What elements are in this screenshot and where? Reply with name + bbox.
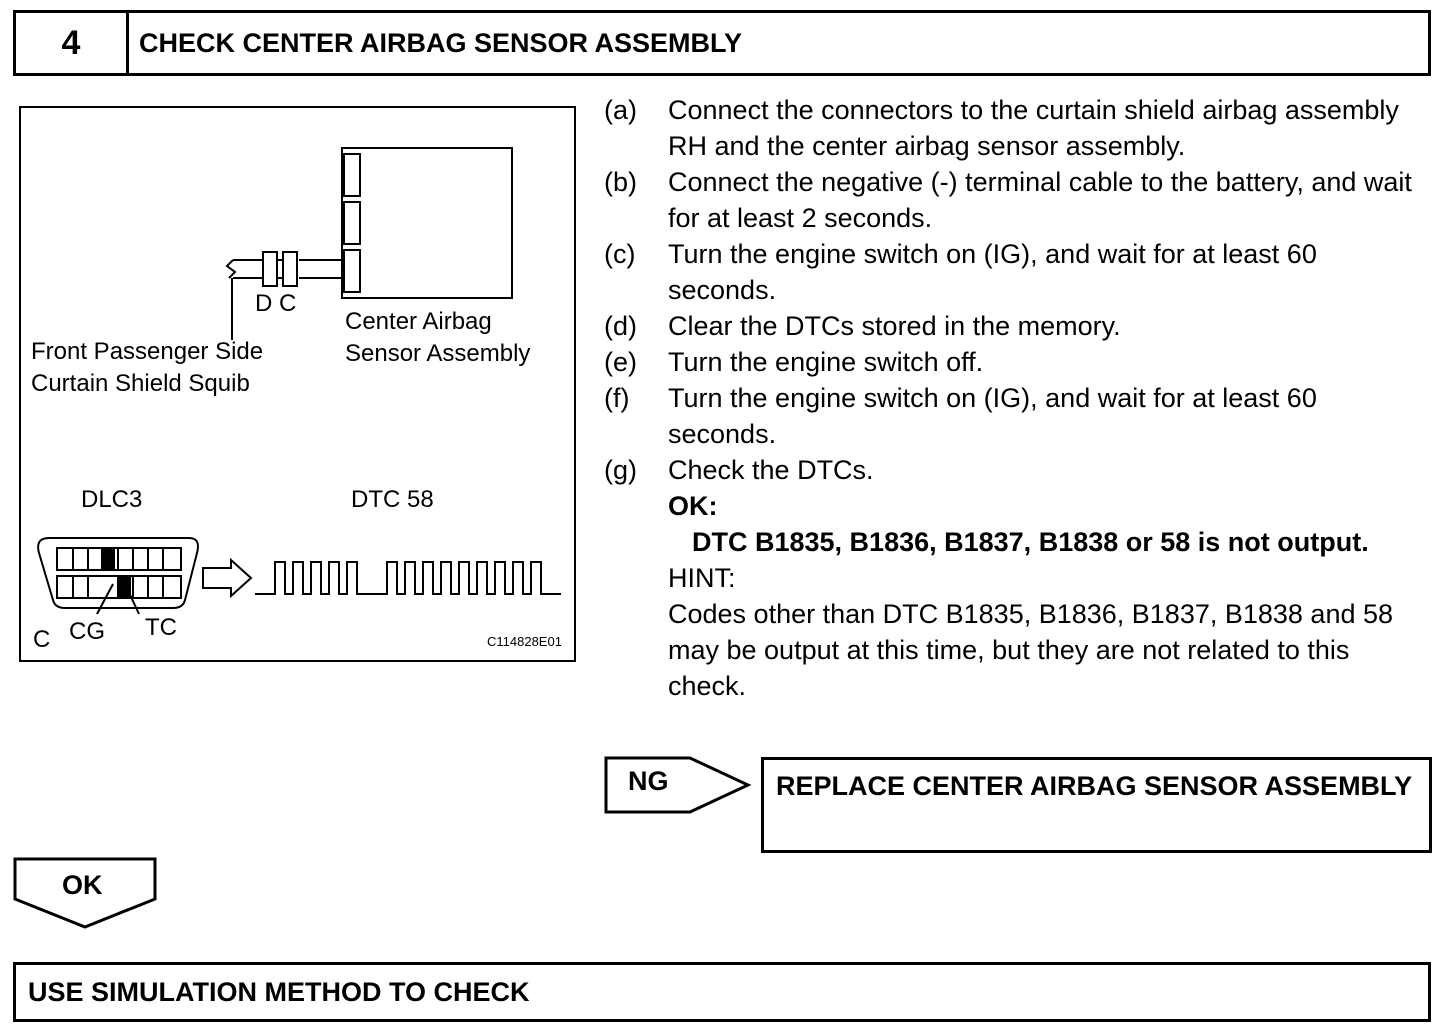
pin-c-label: C bbox=[33, 626, 51, 653]
connector-d bbox=[262, 251, 278, 287]
dtc-58-label: DTC 58 bbox=[351, 486, 434, 513]
ng-arrow-shape bbox=[604, 756, 752, 814]
instruction-letter: (a) bbox=[604, 95, 637, 125]
instruction-letter: (c) bbox=[604, 239, 636, 269]
step-title: CHECK CENTER AIRBAG SENSOR ASSEMBLY bbox=[139, 27, 743, 58]
wiring-figure: D C Front Passenger Side Curtain Shield … bbox=[19, 106, 576, 662]
hint-text: Codes other than DTC B1835, B1836, B1837… bbox=[668, 599, 1394, 701]
ng-label: NG bbox=[628, 766, 669, 796]
ok-label: OK bbox=[62, 870, 103, 900]
ok-action-box: USE SIMULATION METHOD TO CHECK bbox=[13, 962, 1431, 1022]
dtc-58-waveform bbox=[255, 561, 561, 595]
sensor-label-line1: Center Airbag bbox=[345, 308, 492, 335]
ok-criteria: OK: DTC B1835, B1836, B1837, B1838 or 58… bbox=[604, 488, 1424, 704]
sensor-label-line2: Sensor Assembly bbox=[345, 340, 531, 367]
dlc3-label: DLC3 bbox=[81, 486, 143, 513]
wiring-diagram bbox=[37, 147, 561, 615]
instruction-text: Connect the connectors to the curtain sh… bbox=[668, 95, 1399, 161]
instruction-letter: (e) bbox=[604, 347, 637, 377]
figure-code: C114828E01 bbox=[487, 634, 562, 649]
step-header: 4 CHECK CENTER AIRBAG SENSOR ASSEMBLY bbox=[13, 10, 1431, 76]
squib-label-line1: Front Passenger Side bbox=[31, 338, 264, 365]
ok-criteria-text: DTC B1835, B1836, B1837, B1838 or 58 is … bbox=[692, 527, 1369, 557]
connector-dc-label: D C bbox=[255, 290, 297, 317]
instruction-item: (f) Turn the engine switch on (IG), and … bbox=[604, 380, 1424, 452]
instruction-letter: (d) bbox=[604, 311, 637, 341]
instruction-text: Turn the engine switch off. bbox=[668, 347, 984, 377]
dlc3-connector bbox=[37, 537, 199, 609]
hint-label: HINT: bbox=[668, 563, 736, 593]
arrow-right-icon bbox=[202, 557, 253, 599]
instruction-item: (e) Turn the engine switch off. bbox=[604, 344, 1424, 380]
instruction-letter: (f) bbox=[604, 383, 630, 413]
instruction-letter: (g) bbox=[604, 455, 637, 485]
instruction-item: (a) Connect the connectors to the curtai… bbox=[604, 92, 1424, 164]
instruction-item: (b) Connect the negative (-) terminal ca… bbox=[604, 164, 1424, 236]
connector-c bbox=[282, 251, 298, 287]
pin-cg-label: CG bbox=[69, 618, 105, 645]
instruction-text: Turn the engine switch on (IG), and wait… bbox=[668, 383, 1317, 449]
instruction-text: Clear the DTCs stored in the memory. bbox=[668, 311, 1121, 341]
instruction-text: Connect the negative (-) terminal cable … bbox=[668, 167, 1412, 233]
sensor-assembly-box bbox=[341, 147, 513, 299]
instruction-item: (d) Clear the DTCs stored in the memory. bbox=[604, 308, 1424, 344]
ok-arrow-shape bbox=[13, 857, 157, 929]
step-number: 4 bbox=[16, 13, 129, 73]
instruction-text: Turn the engine switch on (IG), and wait… bbox=[668, 239, 1317, 305]
instruction-item: (c) Turn the engine switch on (IG), and … bbox=[604, 236, 1424, 308]
squib-label-line2: Curtain Shield Squib bbox=[31, 370, 250, 397]
instruction-list: (a) Connect the connectors to the curtai… bbox=[604, 92, 1424, 704]
instruction-text: Check the DTCs. bbox=[668, 455, 874, 485]
pin-tc-label: TC bbox=[145, 614, 177, 641]
ok-criteria-label: OK: bbox=[668, 491, 718, 521]
instruction-item: (g) Check the DTCs. bbox=[604, 452, 1424, 488]
instruction-letter: (b) bbox=[604, 167, 637, 197]
ng-action-box: REPLACE CENTER AIRBAG SENSOR ASSEMBLY bbox=[761, 757, 1432, 853]
